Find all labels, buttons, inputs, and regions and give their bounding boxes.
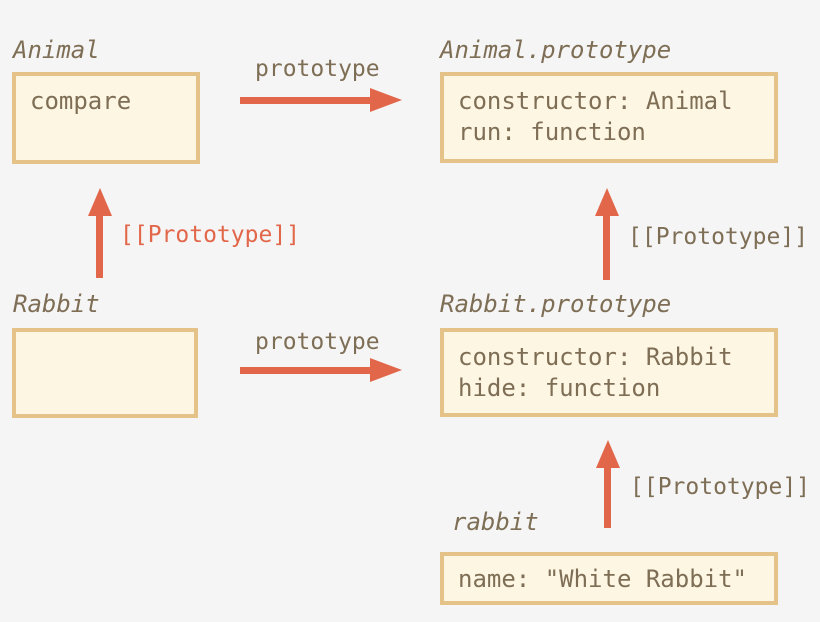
proto-arrow-right-upper-shaft — [603, 214, 610, 280]
animal-line-compare: compare — [30, 87, 132, 115]
rabbit-constructor-box — [12, 328, 198, 418]
animal-title: Animal — [13, 36, 100, 64]
rabbit-prototype-line-hide: hide: function — [458, 374, 661, 402]
rabbit-instance-box-content: name: "White Rabbit" — [444, 556, 774, 595]
animal-prototype-line-run: run: function — [458, 118, 646, 146]
proto-label-right-lower: [[Prototype]] — [630, 474, 811, 500]
proto-arrow-left-head — [88, 188, 112, 216]
rabbit-prototype-box: constructor: Rabbit hide: function — [440, 328, 778, 417]
proto-label-left: [[Prototype]] — [120, 222, 301, 248]
proto-label-right-upper: [[Prototype]] — [628, 224, 809, 250]
prototype-arrow-top-head — [370, 88, 402, 112]
proto-arrow-left-shaft — [96, 214, 103, 278]
rabbit-prototype-title: Rabbit.prototype — [440, 290, 672, 318]
rabbit-instance-title: rabbit — [452, 508, 539, 536]
prototype-label-mid: prototype — [255, 329, 380, 355]
prototype-arrow-mid-head — [370, 358, 402, 382]
animal-box-content: compare — [16, 76, 196, 117]
rabbit-instance-box: name: "White Rabbit" — [440, 552, 778, 605]
proto-arrow-right-lower-head — [596, 440, 620, 468]
proto-arrow-right-upper-head — [595, 188, 619, 216]
prototype-arrow-top-shaft — [240, 97, 372, 104]
rabbit-prototype-box-content: constructor: Rabbit hide: function — [444, 332, 774, 404]
animal-prototype-title: Animal.prototype — [440, 36, 672, 64]
rabbit-constructor-title: Rabbit — [13, 290, 100, 318]
proto-arrow-right-lower-shaft — [604, 466, 611, 528]
animal-prototype-line-constructor: constructor: Animal — [458, 87, 733, 115]
animal-prototype-box: constructor: Animal run: function — [440, 72, 778, 163]
animal-prototype-box-content: constructor: Animal run: function — [444, 76, 774, 148]
rabbit-prototype-line-constructor: constructor: Rabbit — [458, 343, 733, 371]
animal-box: compare — [12, 72, 200, 164]
prototype-arrow-mid-shaft — [240, 367, 372, 374]
rabbit-instance-line-name: name: "White Rabbit" — [458, 565, 747, 593]
prototype-label-top: prototype — [255, 56, 380, 82]
